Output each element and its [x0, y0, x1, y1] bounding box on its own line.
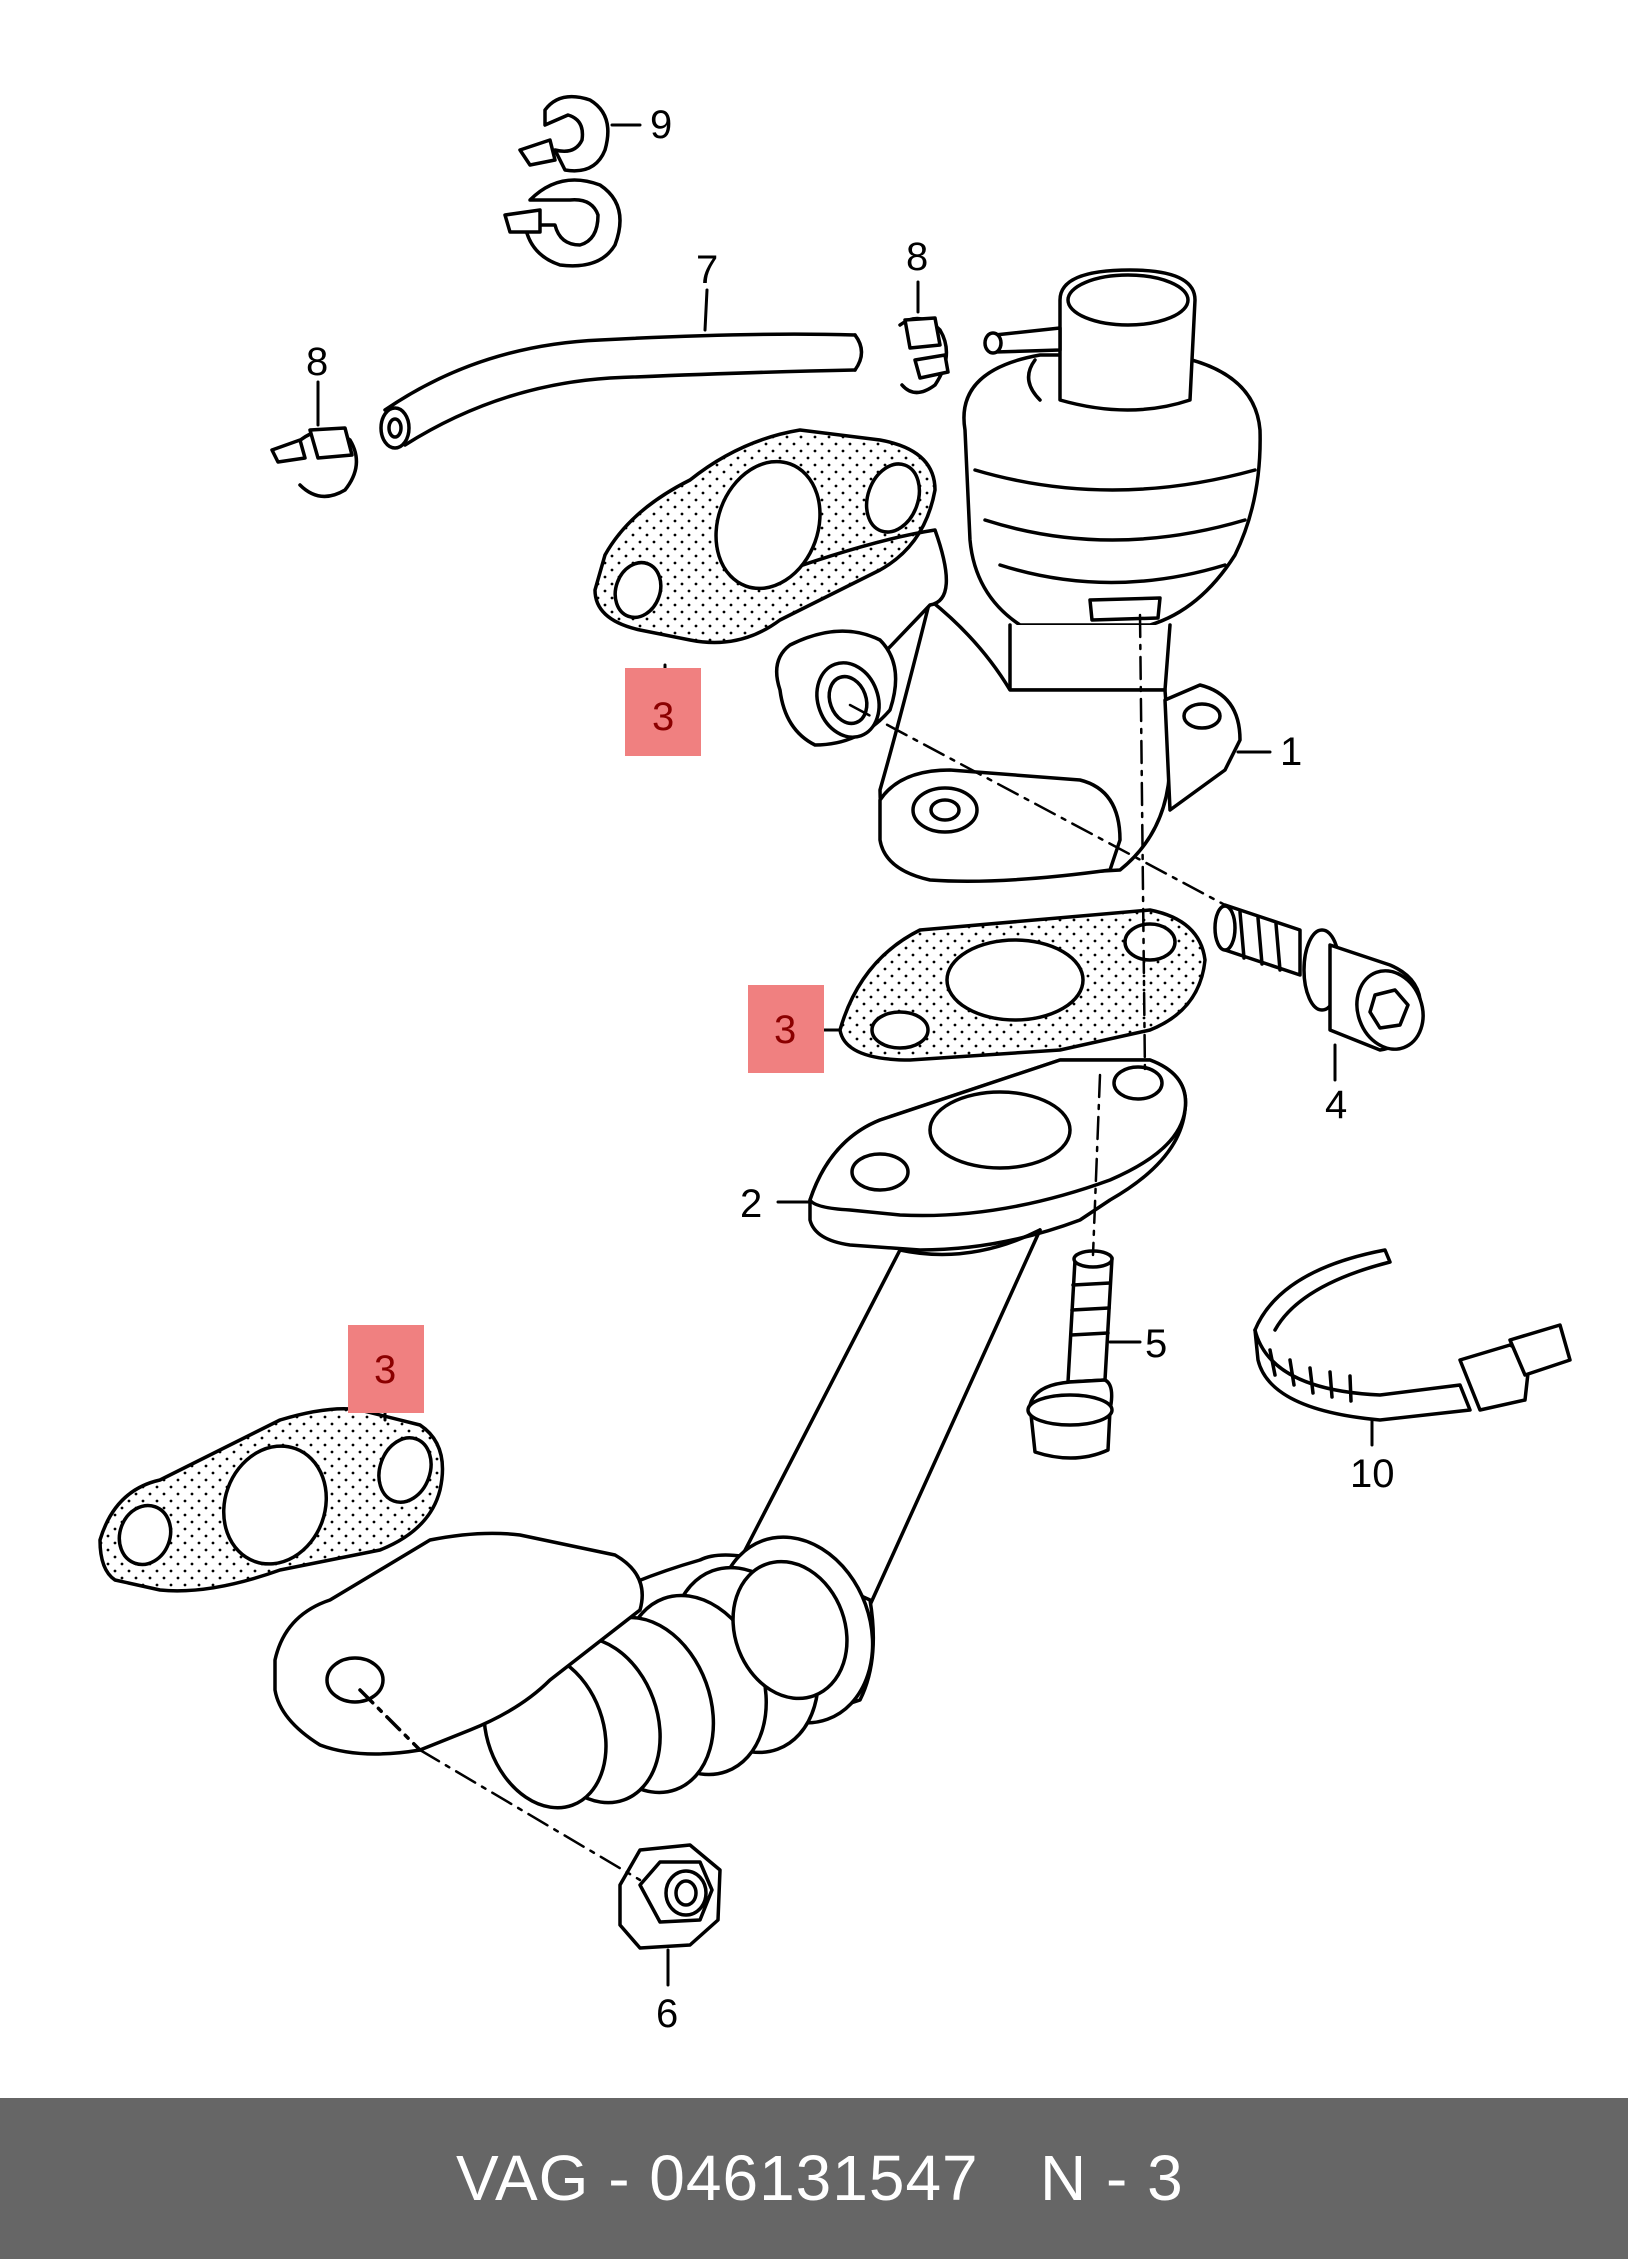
callout-3-top: 3	[652, 695, 674, 739]
callout-2: 2	[740, 1182, 762, 1226]
callout-labels: 9 7 8 8 1 3 3 4 2 5 3 10 6	[306, 103, 1395, 2036]
gasket-lower	[98, 1407, 445, 1593]
exploded-parts-diagram: 9 7 8 8 1 3 3 4 2 5 3 10 6	[98, 94, 1572, 2036]
callout-3-lower: 3	[374, 1348, 396, 1392]
callout-10: 10	[1350, 1452, 1395, 1496]
hose-clip-right	[898, 316, 950, 395]
callout-1: 1	[1280, 730, 1302, 774]
callout-5: 5	[1145, 1322, 1167, 1366]
part-number-banner: VAG - 046131547 N - 3	[0, 2098, 1628, 2259]
callout-6: 6	[656, 1992, 678, 2036]
gasket-middle	[838, 908, 1207, 1062]
hex-bolt	[1026, 1249, 1114, 1460]
hose-clamp-band	[1253, 1248, 1572, 1422]
highlight-boxes	[348, 668, 824, 1413]
callout-8-left: 8	[306, 340, 328, 384]
highlight-box-middle	[748, 985, 824, 1073]
highlight-box-lower	[348, 1325, 424, 1413]
hose-clip-left	[270, 426, 359, 499]
highlight-box-top	[625, 668, 701, 756]
hose-clip-pair	[503, 94, 622, 268]
flange-nut	[618, 1843, 722, 1950]
callout-8-right: 8	[906, 235, 928, 279]
callout-9: 9	[650, 103, 672, 147]
socket-head-bolt	[1213, 903, 1425, 1052]
assembly-axis-lines	[418, 613, 1227, 1882]
pipe-flange-upper	[808, 1058, 1188, 1252]
pipe-flange-lower	[273, 1531, 644, 1756]
callout-3-middle: 3	[774, 1008, 796, 1052]
diagram-reference-text: N - 3	[1040, 2142, 1184, 2214]
callout-7: 7	[696, 248, 718, 292]
vacuum-hose	[379, 332, 864, 450]
part-number-text: VAG - 046131547	[456, 2142, 979, 2214]
egr-valve	[758, 268, 1262, 883]
egr-pipe	[482, 1228, 1042, 1810]
gasket-top	[593, 428, 937, 645]
callout-4: 4	[1325, 1083, 1347, 1127]
